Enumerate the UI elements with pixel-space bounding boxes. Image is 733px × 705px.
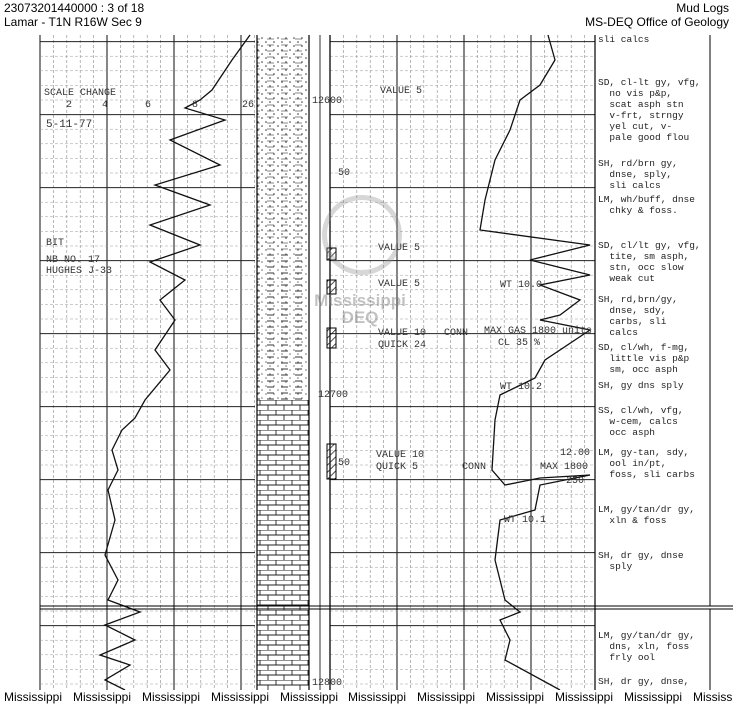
lithology-description: SS, cl/wh, vfg, w-cem, calcs occ asph — [598, 405, 684, 438]
sandstone-interval — [257, 250, 309, 400]
footer-watermark: Mississippi — [4, 690, 63, 704]
date-label: 5-11-77 — [46, 119, 93, 131]
mud-log-chart — [39, 34, 733, 690]
watermark: Mississippi DEQ — [305, 292, 415, 326]
depth-label: 12600 — [312, 96, 343, 107]
footer-watermark: Mississippi — [417, 690, 476, 704]
lithology-column — [256, 35, 310, 690]
limestone-interval — [257, 400, 309, 690]
scale-tick: 26 — [242, 100, 255, 111]
scale-change-label: SCALE CHANGE — [44, 88, 117, 99]
gas-note: VALUE 5 — [378, 279, 421, 290]
gas-curve — [479, 34, 592, 690]
gas-note: WT 10.2 — [500, 382, 543, 393]
lithology-description: LM, wh/buff, dnse chky & foss. — [598, 194, 695, 216]
depth-label: 12700 — [318, 390, 349, 401]
depth-label: 50 — [338, 168, 351, 179]
lithology-description: LM, gy-tan, sdy, ool in/pt, foss, sli ca… — [598, 447, 695, 480]
lithology-description: SD, cl-lt gy, vfg, no vis p&p, scat asph… — [598, 77, 701, 143]
gas-note: CONN — [462, 462, 487, 473]
document-id: 23073201440000 : 3 of 18 — [4, 1, 145, 15]
scale-tick: 6 — [145, 100, 152, 111]
agency-name: MS-DEQ Office of Geology — [585, 15, 729, 29]
gas-note: VALUE 5 — [378, 243, 421, 254]
lithology-description: SH, dr gy, dnse, — [598, 676, 690, 687]
watermark-line1: Mississippi — [314, 291, 406, 310]
lithology-description: SH, gy dns sply — [598, 380, 684, 391]
gas-note: QUICK 5 — [376, 462, 419, 473]
drill-rate-curve — [98, 34, 251, 690]
grid-lines — [39, 35, 711, 690]
gas-note: VALUE 10 — [376, 450, 425, 461]
gas-note: 250 — [566, 476, 585, 487]
lithology-description: LM, gy/tan/dr gy, xln & foss — [598, 504, 695, 526]
gas-note: WT 10.1 — [504, 515, 547, 526]
gas-note: MAX 1800 — [540, 462, 589, 473]
lithology-description: SH, rd/brn gy, dnse, sply, sli calcs — [598, 158, 678, 191]
footer-watermark: Mississippi — [348, 690, 407, 704]
gas-note: VALUE 5 — [380, 86, 423, 97]
show-markers — [326, 247, 337, 480]
depth-label: 50 — [338, 458, 351, 469]
well-location: Lamar - T1N R16W Sec 9 — [4, 15, 142, 29]
shale-interval — [257, 35, 309, 250]
deq-seal-icon — [322, 195, 402, 275]
gas-note: CL 35 % — [498, 338, 541, 349]
depth-label: 12800 — [312, 678, 343, 689]
gas-note: WT 10.0 — [500, 280, 543, 291]
lithology-description: SD, cl/wh, f-mg, little vis p&p sm, occ … — [598, 342, 690, 375]
document-type: Mud Logs — [676, 1, 729, 15]
footer-watermark: Mississippi — [73, 690, 132, 704]
gas-note: MAX GAS 1800 units — [484, 326, 593, 337]
footer-watermark: Mississippi — [624, 690, 683, 704]
footer-watermark: Mississippi — [555, 690, 614, 704]
lithology-description: sli calcs — [598, 34, 650, 45]
page-break-line — [40, 605, 733, 610]
gas-note: QUICK 24 — [378, 340, 427, 351]
footer-watermark: Mississippi — [693, 690, 733, 704]
lithology-description: LM, gy/tan/dr gy, dns, xln, foss frly oo… — [598, 630, 695, 663]
scale-tick: 4 — [102, 100, 109, 111]
gas-note: VALUE 10 — [378, 328, 427, 339]
gas-note: CONN — [444, 328, 469, 339]
gas-note: 12.00 — [560, 448, 591, 459]
footer-watermark: Mississippi — [280, 690, 339, 704]
scale-tick: 8 — [192, 100, 199, 111]
bit-number: NB NO. 17 — [46, 255, 101, 266]
lithology-description: SH, dr gy, dnse sply — [598, 550, 684, 572]
footer-watermark: Mississippi — [486, 690, 545, 704]
footer-watermark: Mississippi — [211, 690, 270, 704]
footer-watermark: Mississippi — [142, 690, 201, 704]
watermark-line2: DEQ — [341, 308, 379, 327]
bit-label: BIT — [46, 238, 65, 249]
lithology-description: SD, cl/lt gy, vfg, tite, sm asph, stn, o… — [598, 240, 701, 284]
lithology-description: SH, rd,brn/gy, dnse, sdy, carbs, sli cal… — [598, 294, 678, 338]
scale-tick: 2 — [66, 100, 73, 111]
bit-type: HUGHES J-33 — [46, 266, 113, 277]
